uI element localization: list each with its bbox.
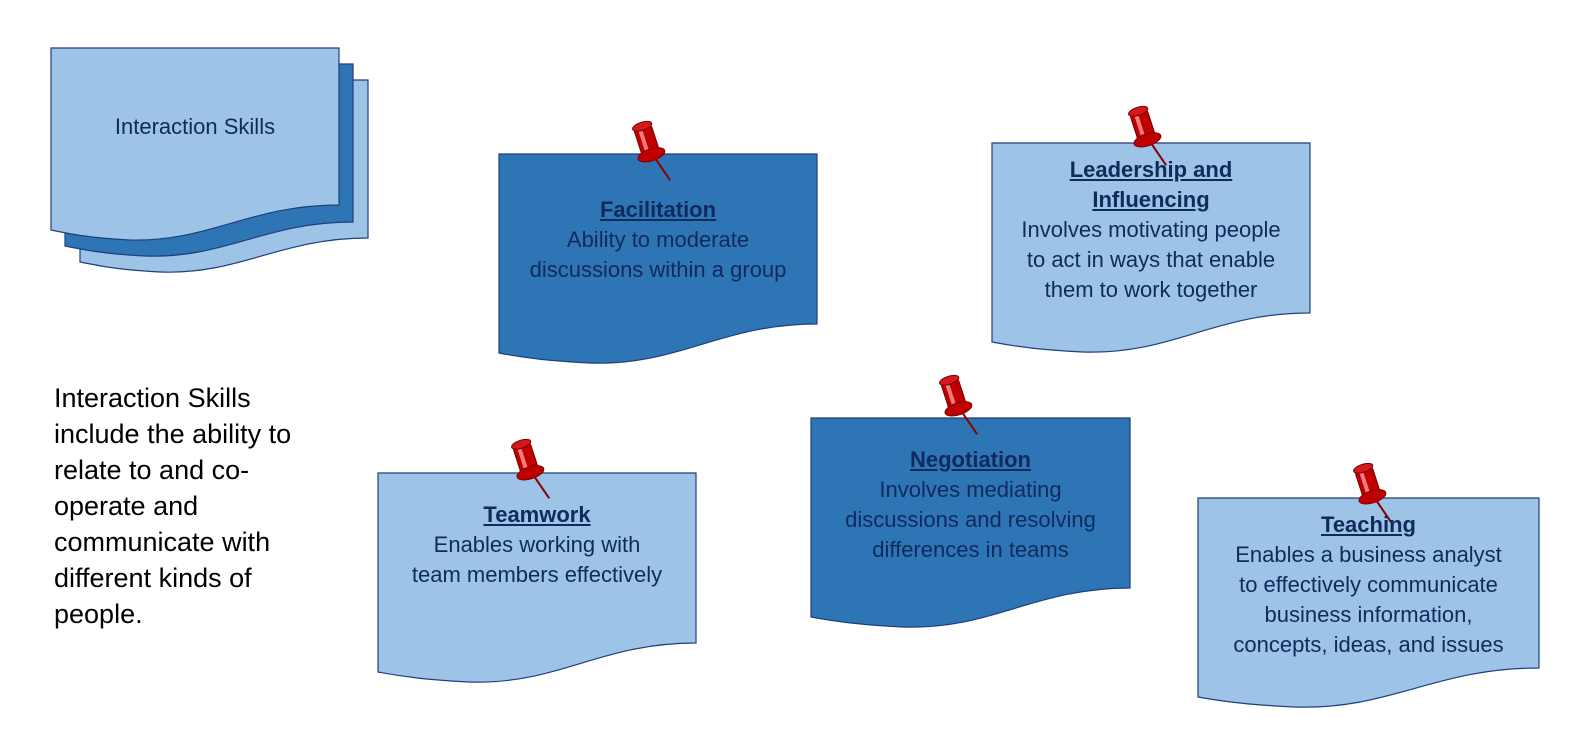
card-line: discussions and resolving	[845, 507, 1096, 532]
card-line: discussions within a group	[529, 257, 787, 282]
card-line: business information,	[1264, 602, 1473, 627]
stacked-documents-shape	[50, 47, 369, 273]
description-text: Interaction Skills include the ability t…	[54, 383, 292, 629]
card-teamwork: Teamwork Enables working with team membe…	[378, 500, 696, 590]
card-negotiation-shape	[810, 417, 1131, 628]
card-title: Negotiation	[910, 447, 1031, 472]
card-teaching: Teaching Enables a business analyst to e…	[1198, 510, 1539, 660]
card-line: Enables a business analyst	[1235, 542, 1502, 567]
card-title: Teamwork	[483, 502, 591, 527]
card-line: concepts, ideas, and issues	[1233, 632, 1504, 657]
stack-sheet-front	[50, 47, 340, 241]
card-negotiation: Negotiation Involves mediating discussio…	[811, 445, 1130, 565]
card-teamwork-shape	[377, 472, 697, 683]
card-line: to effectively communicate	[1239, 572, 1498, 597]
card-line: differences in teams	[872, 537, 1069, 562]
card-line: Enables working with	[433, 532, 641, 557]
card-line: them to work together	[1044, 277, 1258, 302]
card-leadership-shape	[991, 142, 1311, 353]
card-line: Involves mediating	[879, 477, 1062, 502]
card-leadership: Leadership and Influencing Involves moti…	[992, 155, 1310, 305]
card-facilitation-shape	[498, 153, 818, 364]
card-facilitation: Facilitation Ability to moderate discuss…	[499, 195, 817, 285]
card-line: to act in ways that enable	[1026, 247, 1276, 272]
card-title: Teaching	[1321, 512, 1416, 537]
card-teaching-shape	[1197, 497, 1540, 708]
card-line: Ability to moderate	[566, 227, 750, 252]
card-title: Leadership and	[1069, 157, 1233, 182]
card-line: Involves motivating people	[1021, 217, 1281, 242]
card-title: Facilitation	[599, 197, 717, 222]
stack-title: Interaction Skills	[114, 114, 276, 139]
card-title: Influencing	[1092, 187, 1210, 212]
card-line: team members effectively	[411, 562, 663, 587]
